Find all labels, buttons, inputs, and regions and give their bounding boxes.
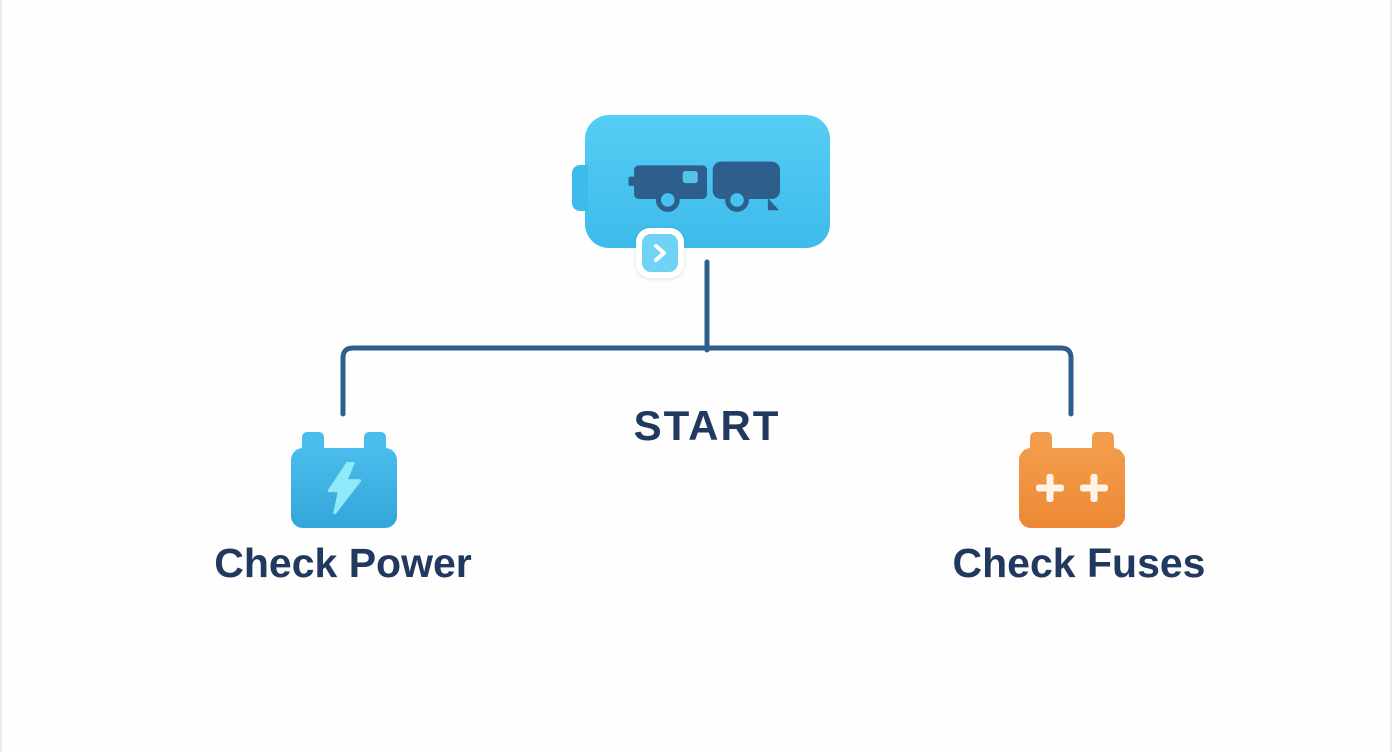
chevron-badge (636, 228, 684, 278)
node-left-tab (572, 165, 588, 211)
start-node (572, 115, 830, 248)
battery-power-icon (291, 432, 397, 528)
branch-label-check-fuses: Check Fuses (952, 540, 1206, 586)
start-label: START (633, 402, 781, 449)
trailer-truck-icon (627, 161, 780, 212)
battery-power-body (291, 448, 397, 528)
branch-label-check-power: Check Power (214, 540, 472, 586)
chevron-right-icon (654, 244, 666, 262)
chevron-badge-inner (642, 234, 678, 272)
battery-fuses-body (1019, 448, 1125, 528)
double-plus-icon (1036, 474, 1108, 502)
lightning-bolt-icon (327, 462, 362, 514)
battery-fuses-icon (1019, 432, 1125, 528)
